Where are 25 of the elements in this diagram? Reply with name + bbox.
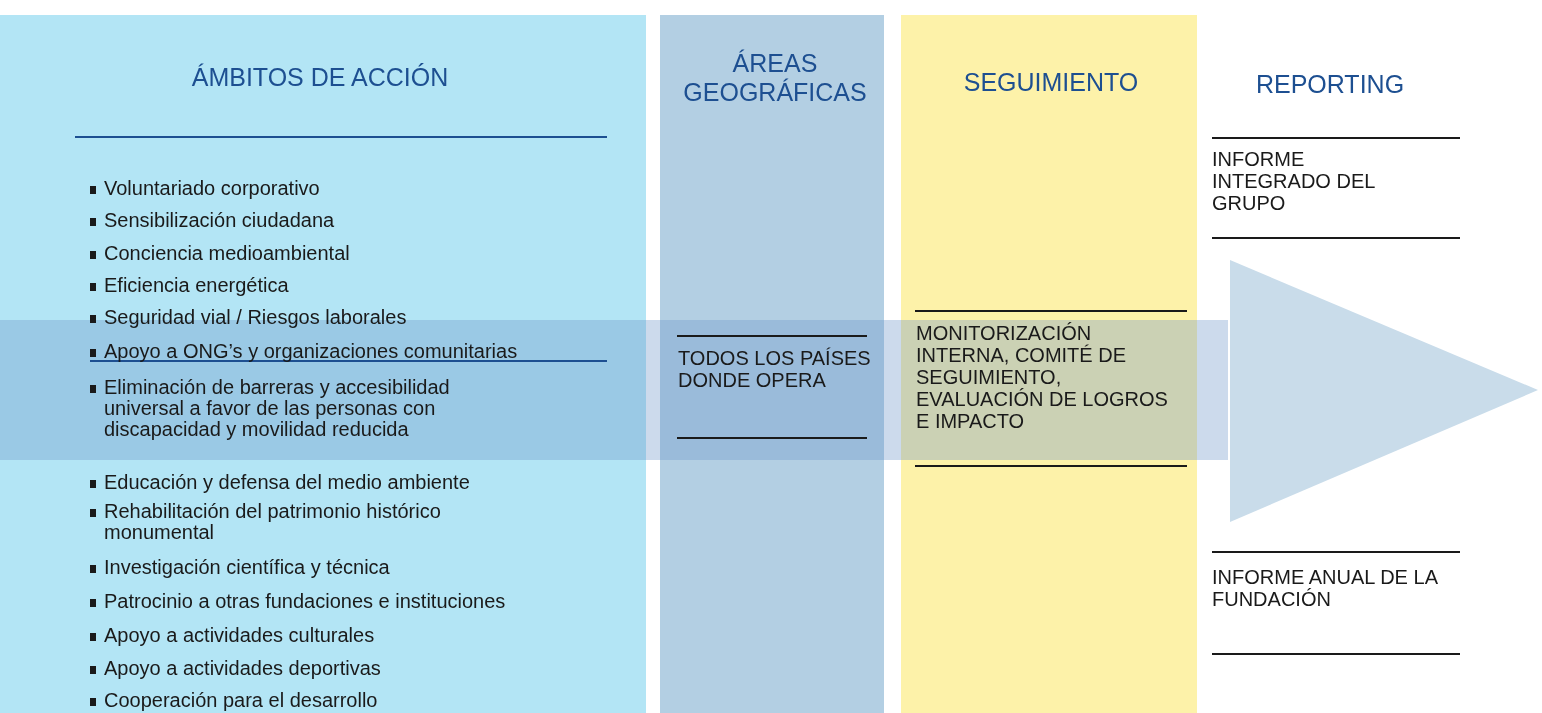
list-item: Voluntariado corporativo (90, 178, 644, 199)
list-item: Eliminación de barreras y accesibilidad universal a favor de las personas con discapacidad y movilidad reducida (90, 377, 524, 440)
list-item: Seguridad vial / Riesgos laborales (90, 307, 644, 328)
column-heading: SEGUIMIENTO (962, 68, 1140, 97)
list-item: Apoyo a ONG’s y organizaciones comunitarias (90, 341, 644, 362)
list-item: Investigación científica y técnica (90, 557, 644, 578)
report-text: INFORME INTEGRADO DEL GRUPO (1212, 148, 1376, 214)
list-item: Conciencia medioambiental (90, 243, 644, 264)
list-item: Rehabilitación del patrimonio histórico monumental (90, 501, 444, 543)
list-item: Apoyo a actividades culturales (90, 625, 644, 646)
column-heading: ÁMBITOS DE ACCIÓN (190, 63, 450, 92)
column-heading: REPORTING (1254, 70, 1406, 99)
report-text: INFORME ANUAL DE LA FUNDACIÓN (1212, 566, 1439, 610)
body-text: TODOS LOS PAÍSES DONDE OPERA (678, 347, 872, 391)
column-band (660, 15, 884, 713)
list-item: Sensibilización ciudadana (90, 210, 644, 231)
column-band (901, 15, 1197, 713)
list-item: Patrocinio a otras fundaciones e instituciones (90, 591, 644, 612)
column-heading: ÁREAS GEOGRÁFICAS (682, 49, 868, 107)
column-band (0, 15, 646, 713)
body-text: MONITORIZACIÓN INTERNA, COMITÉ DE SEGUIMIENTO, EVALUACIÓN DE LOGROS E IMPACTO (916, 322, 1169, 432)
list-item: Eficiencia energética (90, 275, 644, 296)
list-item: Apoyo a actividades deportivas (90, 658, 644, 679)
list-item: Cooperación para el desarrollo (90, 690, 644, 711)
list-item: Educación y defensa del medio ambiente (90, 472, 644, 493)
